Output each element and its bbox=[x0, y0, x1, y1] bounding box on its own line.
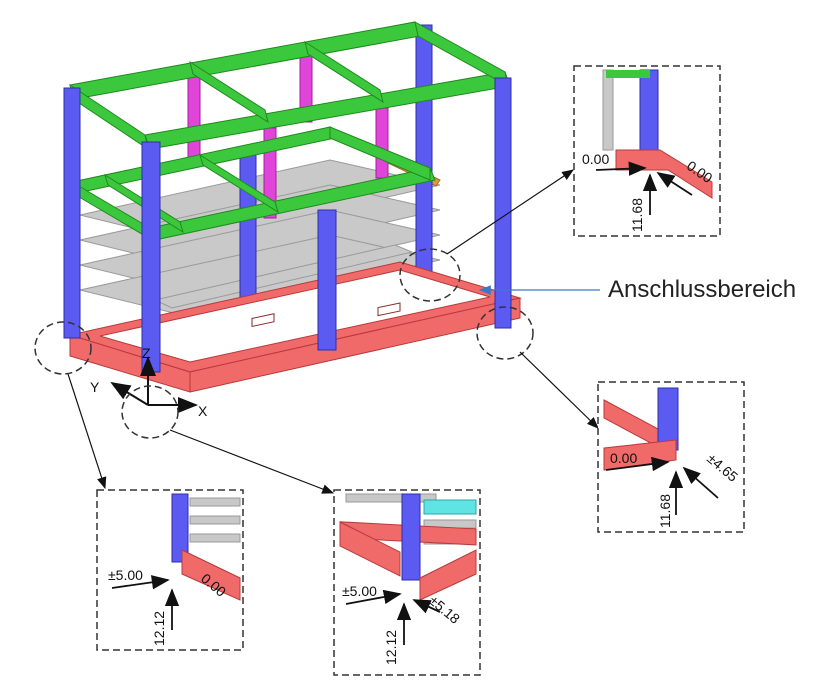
value-v: 11.68 bbox=[657, 494, 673, 528]
detail-box-bottom-center: ±5.00 ±5.18 12.12 bbox=[333, 489, 481, 676]
detail-box-right: 0.00 ±4.65 11.68 bbox=[597, 381, 745, 533]
value-v: 12.12 bbox=[151, 611, 167, 646]
axis-label-x: X bbox=[198, 403, 208, 419]
callout-circles bbox=[34, 248, 534, 439]
value-h: ±5.00 bbox=[108, 567, 143, 583]
base-frame bbox=[68, 261, 522, 393]
value-h: 0.00 bbox=[610, 450, 637, 466]
base-openings bbox=[251, 302, 401, 328]
front-columns bbox=[63, 77, 512, 373]
axis-label-y: Y bbox=[90, 379, 100, 395]
leader-lines bbox=[67, 169, 599, 494]
frame-3d-model: Z X Y bbox=[63, 21, 522, 419]
detail-box-bottom-left: ±5.00 0.00 12.12 bbox=[96, 489, 244, 651]
value-v: 12.12 bbox=[383, 630, 399, 665]
value-v: 11.68 bbox=[629, 198, 645, 232]
axis-label-z: Z bbox=[142, 345, 151, 361]
value-h: ±5.00 bbox=[342, 583, 377, 599]
lower-green-frame bbox=[71, 126, 436, 241]
value-h: 0.00 bbox=[582, 151, 609, 167]
upper-green-frame bbox=[69, 21, 511, 151]
anschlussbereich-label: Anschlussbereich bbox=[608, 276, 797, 303]
detail-box-top-right: 0.00 0.00 11.68 bbox=[573, 65, 721, 237]
